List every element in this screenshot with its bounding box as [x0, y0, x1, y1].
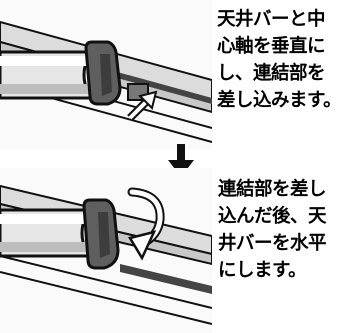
rotate-arrow-icon — [127, 187, 165, 261]
step2-caption: 連結部を差し 込んだ後、天 井バーを水平 にします。 — [218, 179, 327, 281]
step1-caption: 天井バーと中 心軸を垂直に し、連結部を 差し込みます。 — [217, 9, 342, 111]
step1-illustration — [0, 0, 212, 150]
step2-illustration — [0, 168, 212, 333]
diagonal-arrow-icon — [127, 90, 158, 121]
